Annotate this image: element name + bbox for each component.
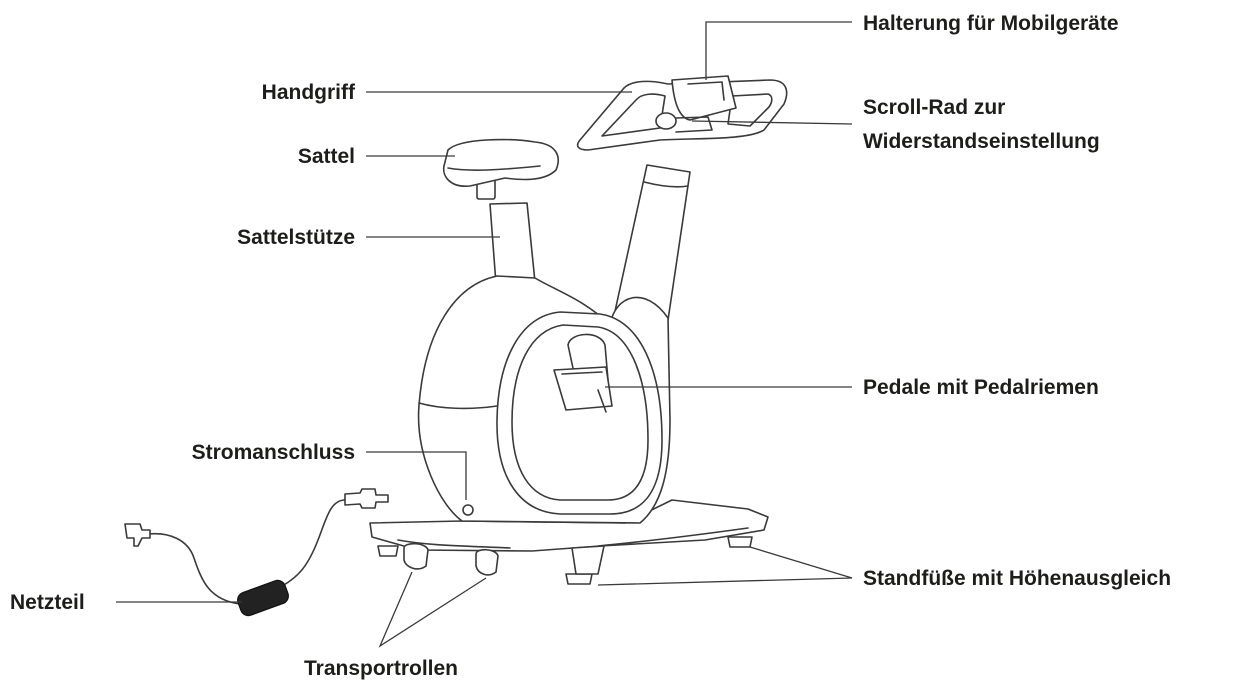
label-pedals: Pedale mit Pedalriemen bbox=[863, 376, 1099, 399]
label-saddle: Sattel bbox=[298, 145, 355, 168]
leader-lines bbox=[116, 21, 853, 648]
ps-cable-dc bbox=[269, 499, 346, 593]
diagram-labels: Halterung für Mobilgeräte Handgriff Scro… bbox=[10, 12, 1171, 680]
power-supply-brick bbox=[237, 579, 289, 617]
label-handle: Handgriff bbox=[262, 81, 356, 104]
scroll-wheel bbox=[655, 112, 677, 130]
label-mobile-holder: Halterung für Mobilgeräte bbox=[863, 12, 1119, 35]
label-feet: Standfüße mit Höhenausgleich bbox=[863, 567, 1171, 590]
exercise-bike-illustration bbox=[124, 75, 788, 617]
power-port bbox=[462, 504, 474, 516]
leader-feet-left bbox=[597, 577, 853, 586]
foot-rear-left bbox=[377, 545, 399, 557]
leader-feet-right bbox=[749, 546, 853, 579]
flywheel-recess-inner bbox=[511, 324, 649, 501]
ps-cable-ac bbox=[147, 532, 241, 605]
base-bracket bbox=[571, 545, 605, 575]
mobile-holder bbox=[671, 75, 737, 121]
label-scroll-wheel-line2: Widerstandseinstellung bbox=[863, 130, 1100, 153]
transport-wheel-right bbox=[475, 548, 499, 576]
saddle bbox=[442, 138, 559, 187]
label-scroll-wheel-line1: Scroll-Rad zur bbox=[863, 96, 1005, 119]
base-rear-detail bbox=[397, 527, 749, 549]
power-supply-illustration bbox=[124, 488, 389, 617]
flywheel-recess bbox=[496, 311, 663, 515]
label-wheels: Transportrollen bbox=[304, 657, 458, 680]
foot-front-left bbox=[565, 573, 593, 585]
leader-wheels bbox=[378, 571, 487, 648]
pedal-assembly bbox=[553, 333, 613, 413]
body-seam bbox=[418, 402, 498, 410]
leader-power-port bbox=[366, 451, 467, 500]
dc-plug bbox=[344, 488, 389, 509]
handlebar-inner-cutout bbox=[601, 93, 666, 137]
label-seat-post: Sattelstütze bbox=[237, 226, 355, 249]
leader-scroll-wheel bbox=[691, 120, 853, 125]
column-collar bbox=[643, 181, 689, 188]
foot-front-right bbox=[727, 536, 753, 548]
label-power-supply: Netzteil bbox=[10, 591, 85, 614]
ac-plug bbox=[124, 523, 151, 547]
leader-mobile-holder bbox=[705, 21, 852, 80]
label-power-port: Stromanschluss bbox=[192, 441, 355, 464]
seat-post bbox=[489, 202, 536, 285]
transport-wheel-left bbox=[403, 542, 429, 570]
